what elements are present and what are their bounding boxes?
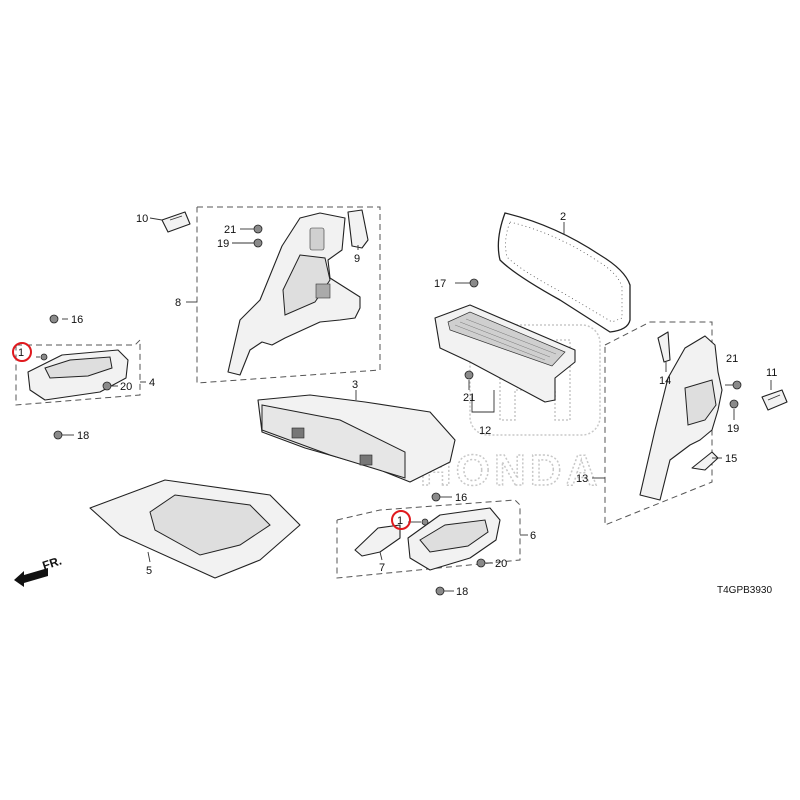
part-9-cover xyxy=(347,209,369,249)
fastener-16-right xyxy=(431,492,441,502)
part-11-clip xyxy=(761,389,788,411)
part-2-outline xyxy=(497,212,631,333)
part-12-ribbed-surface xyxy=(447,311,566,367)
callout-5[interactable]: 5 xyxy=(146,565,152,577)
callout-16-left[interactable]: 16 xyxy=(71,314,83,326)
part-7-bracket xyxy=(354,524,401,557)
group-box-8 xyxy=(196,206,381,384)
part-12-rear-garnish xyxy=(434,304,576,403)
leader-5 xyxy=(147,551,151,563)
group-box-6 xyxy=(336,499,521,579)
fastener-20-left xyxy=(102,381,112,391)
fastener-21-center xyxy=(464,370,474,380)
callout-11[interactable]: 11 xyxy=(766,367,777,379)
part-10-body xyxy=(161,211,191,233)
callout-3[interactable]: 3 xyxy=(352,379,358,391)
fastener-18-left xyxy=(53,430,63,440)
part-6-side-tray xyxy=(407,507,501,571)
highlight-circle-1-right[interactable] xyxy=(391,510,411,530)
part-3-latch-left xyxy=(291,427,305,439)
callout-12[interactable]: 12 xyxy=(479,425,491,437)
front-label: FR. xyxy=(41,554,64,573)
front-indicator: FR. xyxy=(14,554,63,587)
callout-labels: 1 1 2 3 4 5 6 7 8 9 10 11 12 13 14 15 16… xyxy=(18,211,777,598)
fastener-16-left xyxy=(49,314,59,324)
callout-6[interactable]: 6 xyxy=(530,530,536,542)
callout-1-right[interactable]: 1 xyxy=(397,515,403,527)
part-10-slot xyxy=(169,215,183,221)
part-8-side-lining xyxy=(227,212,361,376)
callout-20-left[interactable]: 20 xyxy=(120,381,132,393)
callout-13[interactable]: 13 xyxy=(576,473,588,485)
leader-10 xyxy=(149,217,163,221)
leader-7 xyxy=(379,551,383,561)
callout-18-right[interactable]: 18 xyxy=(456,586,468,598)
diagram-code: T4GPB3930 xyxy=(717,585,772,596)
leader-lines xyxy=(36,217,772,592)
highlight-circle-1-left[interactable] xyxy=(12,342,32,362)
fastener-1-right xyxy=(421,518,429,526)
fastener-17 xyxy=(469,278,479,288)
part-13-side-lining xyxy=(639,335,723,501)
part-10-clip xyxy=(161,211,191,233)
fastener-19-right xyxy=(729,399,739,409)
part-12-ribs xyxy=(454,318,557,361)
part-2-tailgate-panel xyxy=(497,212,631,333)
fastener-21-right xyxy=(732,380,742,390)
fastener-21-left xyxy=(253,224,263,234)
callout-14[interactable]: 14 xyxy=(659,375,671,387)
part-3-latch-right xyxy=(359,454,373,466)
part-14-piece xyxy=(657,331,671,363)
callout-19-left[interactable]: 19 xyxy=(217,238,229,250)
front-arrow-icon xyxy=(14,568,48,587)
part-4-pocket xyxy=(44,356,113,379)
group-box-4 xyxy=(15,338,141,406)
fastener-1-left xyxy=(40,353,48,361)
part-13-recess xyxy=(684,379,717,426)
callout-2[interactable]: 2 xyxy=(560,211,566,223)
part-8-recess xyxy=(282,254,331,316)
callout-8[interactable]: 8 xyxy=(175,297,181,309)
leader-12 xyxy=(471,390,495,413)
callout-19-right[interactable]: 19 xyxy=(727,423,739,435)
part-11-slot xyxy=(767,394,781,401)
part-13-body xyxy=(639,335,723,501)
fastener-18-right xyxy=(435,586,445,596)
callout-15[interactable]: 15 xyxy=(725,453,737,465)
callout-21-right[interactable]: 21 xyxy=(726,353,738,365)
fastener-19-left xyxy=(253,238,263,248)
fastener-20-right xyxy=(476,558,486,568)
callout-9[interactable]: 9 xyxy=(354,253,360,265)
callout-20-right[interactable]: 20 xyxy=(495,558,507,570)
callout-16-right[interactable]: 16 xyxy=(455,492,467,504)
part-15-piece xyxy=(691,451,719,471)
part-5-recess xyxy=(149,494,271,556)
callout-21-center[interactable]: 21 xyxy=(463,392,475,404)
callout-21-left[interactable]: 21 xyxy=(224,224,236,236)
callout-17[interactable]: 17 xyxy=(434,278,446,290)
part-8-lid xyxy=(309,227,325,251)
callout-18-left[interactable]: 18 xyxy=(77,430,89,442)
callout-10[interactable]: 10 xyxy=(136,213,148,225)
part-5-floor-tray xyxy=(89,479,301,579)
callout-1-left[interactable]: 1 xyxy=(18,347,24,359)
part-6-pocket xyxy=(419,519,489,553)
callout-7[interactable]: 7 xyxy=(379,562,385,574)
part-8-speaker-grille xyxy=(315,283,331,299)
part-3-cargo-box xyxy=(257,394,456,483)
callout-4[interactable]: 4 xyxy=(149,377,155,389)
part-11-body xyxy=(761,389,788,411)
